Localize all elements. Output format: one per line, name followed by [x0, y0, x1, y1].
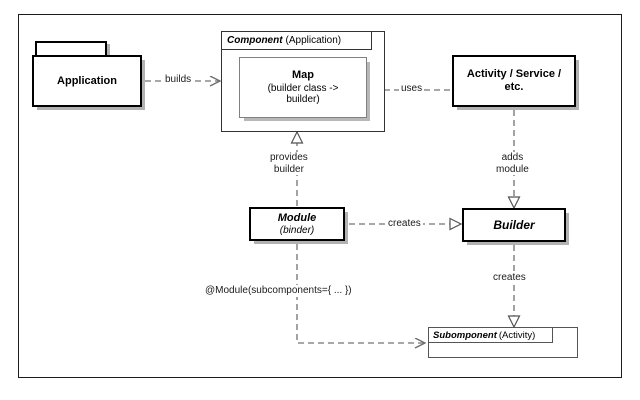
edge-label-provides-builder-line2: builder: [273, 163, 304, 175]
activity-line1: Activity / Service /: [466, 68, 562, 81]
edge-label-adds-module-line1: adds: [501, 152, 524, 163]
node-module[interactable]: Module (binder): [249, 207, 345, 241]
edge-label-uses: uses: [399, 83, 425, 95]
edge-label-creates-builder: creates: [386, 218, 423, 230]
edge-label-adds-module: adds module: [494, 152, 531, 175]
module-title: Module: [277, 211, 317, 224]
activity-line2: etc.: [504, 81, 524, 93]
node-activity[interactable]: Activity / Service / etc.: [452, 55, 576, 107]
map-line2: (builder class ->: [267, 82, 339, 94]
module-subtitle: (binder): [279, 224, 315, 236]
map-title: Map: [292, 68, 314, 81]
subcomponent-header: Subomponent (Activity): [429, 328, 553, 343]
edge-label-creates-subcomponent: creates: [491, 272, 528, 284]
map-line3: builder): [286, 94, 320, 106]
node-application[interactable]: Application: [32, 55, 142, 107]
edge-label-builds: builds: [163, 74, 194, 86]
application-label: Application: [57, 74, 117, 87]
edge-label-module-subcomponents: @Module(subcomponents={ ... }): [203, 285, 354, 297]
component-qualifier: (Application): [285, 35, 342, 46]
node-map[interactable]: Map (builder class -> builder): [239, 57, 367, 118]
edge-label-adds-module-line2: module: [496, 163, 529, 175]
diagram-frame: [18, 14, 622, 378]
component-header: Component (Application): [222, 32, 372, 50]
builder-title: Builder: [493, 217, 535, 232]
application-package-tab: [35, 41, 107, 56]
subcomponent-qualifier: (Activity): [498, 329, 536, 341]
node-builder[interactable]: Builder: [462, 208, 566, 242]
edge-label-provides-builder-line1: provides: [270, 152, 308, 163]
component-stereotype: Component: [227, 35, 283, 46]
edge-label-provides-builder: provides builder: [268, 152, 310, 175]
subcomponent-stereotype: Subomponent: [433, 329, 497, 341]
